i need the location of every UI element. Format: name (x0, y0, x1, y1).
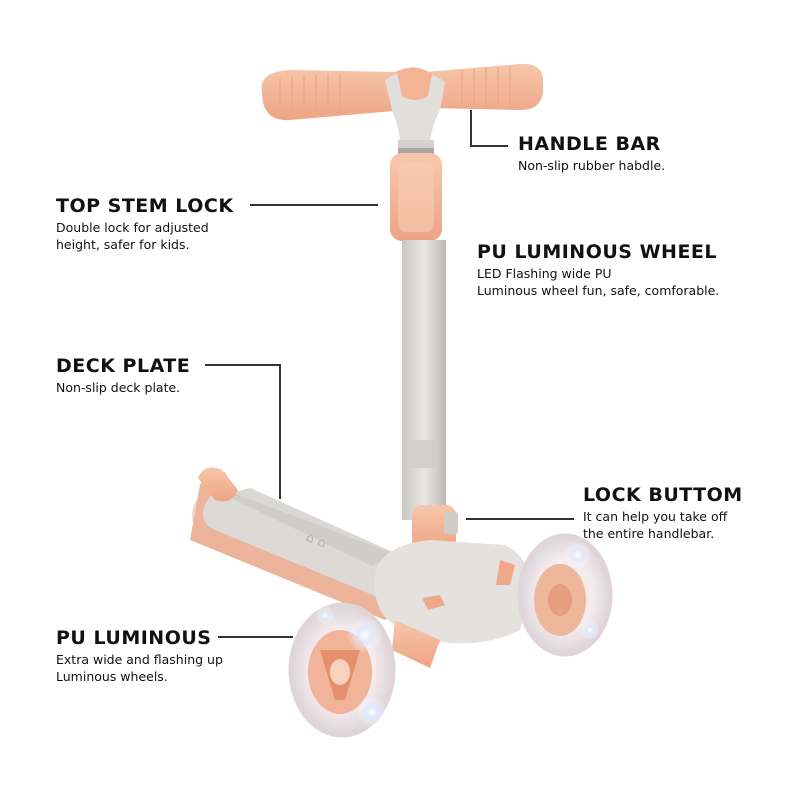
callout-desc: Extra wide and flashing up Luminous whee… (56, 652, 223, 684)
stem-part (390, 140, 458, 550)
callout-desc: It can help you take off the entire hand… (583, 509, 728, 541)
callout-lock-buttom: LOCK BUTTOM It can help you take off the… (583, 484, 743, 542)
svg-text:⌂ ⌂: ⌂ ⌂ (304, 530, 329, 552)
deck-part: ⌂ ⌂ (190, 467, 401, 620)
callout-top-stem-lock: TOP STEM LOCK Double lock for adjusted h… (56, 195, 234, 253)
callout-desc: LED Flashing wide PU Luminous wheel fun,… (477, 266, 720, 298)
callout-title: TOP STEM LOCK (56, 195, 234, 217)
handle-bar-leader-h (470, 145, 508, 147)
handle-bar-leader (470, 110, 472, 146)
callout-title: LOCK BUTTOM (583, 484, 743, 506)
deck-plate-leader-h (205, 364, 280, 366)
front-left-wheel-part (288, 602, 396, 738)
front-body-part (374, 540, 531, 668)
top-stem-leader (250, 204, 378, 206)
lock-button-leader (466, 518, 574, 520)
deck-plate-leader-v (279, 364, 281, 499)
pu-luminous-leader (218, 636, 293, 638)
callout-handle-bar: HANDLE BAR Non-slip rubber habdle. (518, 133, 665, 174)
callout-deck-plate: DECK PLATE Non-slip deck plate. (56, 355, 190, 396)
callout-desc: Non-slip rubber habdle. (518, 158, 666, 173)
front-right-wheel-part (517, 533, 613, 657)
callout-title: PU LUMINOUS (56, 627, 212, 649)
callout-desc: Non-slip deck plate. (56, 380, 181, 395)
callout-title: DECK PLATE (56, 355, 191, 377)
handle-bar-part (261, 63, 544, 145)
callout-pu-luminous: PU LUMINOUS Extra wide and flashing up L… (56, 627, 223, 685)
callout-pu-luminous-wheel: PU LUMINOUS WHEEL LED Flashing wide PU L… (477, 241, 719, 299)
callout-desc: Double lock for adjusted height, safer f… (56, 220, 209, 252)
callout-title: PU LUMINOUS WHEEL (477, 241, 718, 263)
callout-title: HANDLE BAR (518, 133, 661, 155)
